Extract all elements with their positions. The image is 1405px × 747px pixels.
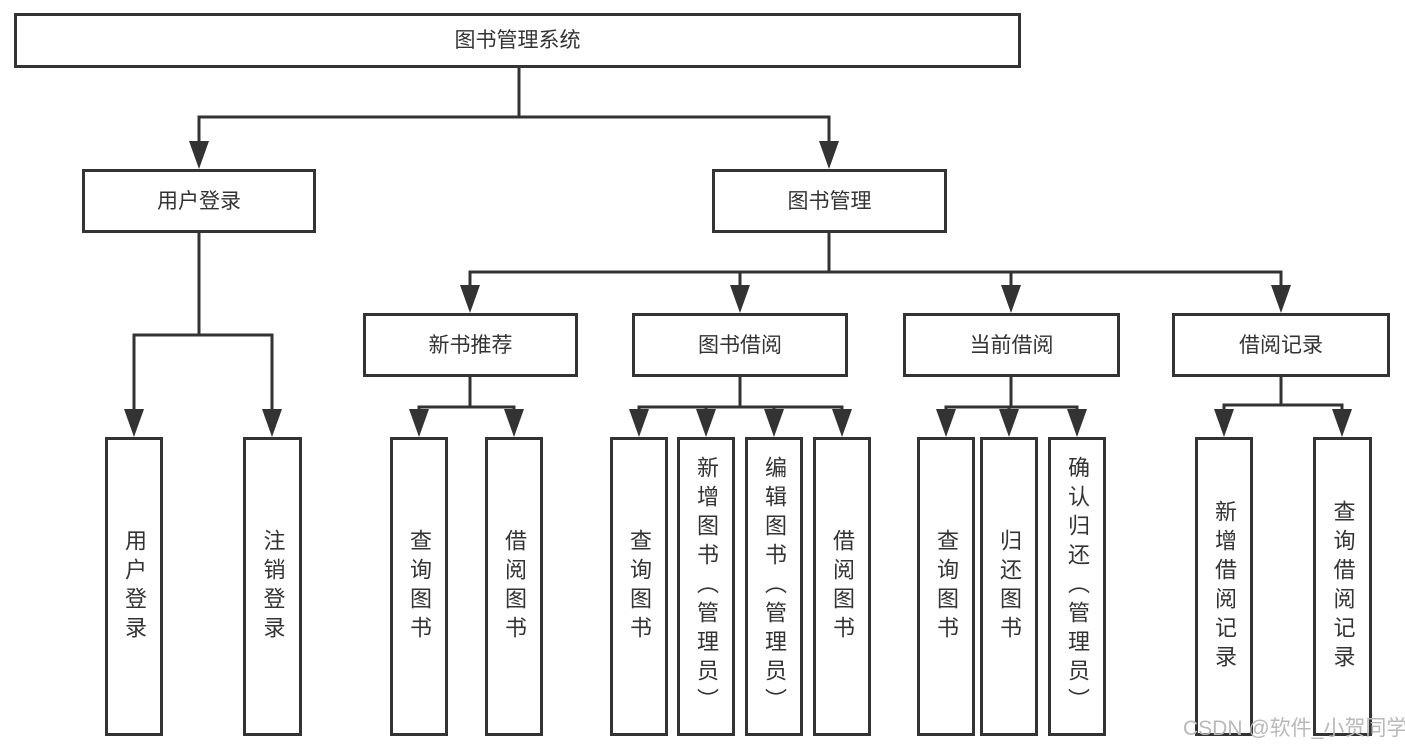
node-label: 图书借阅 [698, 333, 782, 357]
leaf-label: 查询图书 [407, 528, 432, 645]
leaf-borrow-books-borrowing: 借阅图书 [813, 437, 871, 736]
leaf-label: 归还图书 [997, 528, 1022, 645]
arrowhead-icons [124, 141, 1352, 437]
node-label: 新书推荐 [428, 333, 513, 357]
node-new-book-recommendation: 新书推荐 [363, 313, 578, 377]
leaf-label: 新增图书（管理员） [694, 456, 719, 717]
node-label: 用户登录 [157, 189, 241, 213]
leaf-borrow-books-recommendation: 借阅图书 [485, 437, 543, 736]
leaf-label: 查询借阅记录 [1330, 499, 1356, 674]
leaf-confirm-return-admin: 确认归还（管理员） [1048, 437, 1106, 736]
connector-strokes [132, 66, 1344, 419]
node-user-login: 用户登录 [82, 169, 316, 233]
leaf-label: 用户登录 [122, 528, 147, 645]
leaf-user-login: 用户登录 [105, 437, 163, 736]
leaf-label: 确认归还（管理员） [1065, 456, 1090, 717]
node-label: 图书管理 [787, 189, 872, 213]
leaf-add-books-admin: 新增图书（管理员） [677, 437, 735, 736]
leaf-label: 查询图书 [934, 528, 959, 645]
leaf-logout: 注销登录 [243, 437, 302, 736]
node-label: 当前借阅 [969, 333, 1054, 357]
leaf-label: 新增借阅记录 [1212, 499, 1237, 674]
node-book-borrowing: 图书借阅 [632, 313, 848, 377]
leaf-label: 借阅图书 [830, 528, 855, 645]
leaf-label: 借阅图书 [502, 528, 527, 645]
node-current-borrowing: 当前借阅 [903, 313, 1120, 377]
leaf-label: 注销登录 [260, 528, 286, 645]
node-borrowing-records: 借阅记录 [1172, 313, 1390, 377]
leaf-query-books-recommendation: 查询图书 [390, 437, 448, 736]
leaf-return-books: 归还图书 [980, 437, 1038, 736]
leaf-edit-books-admin: 编辑图书（管理员） [745, 437, 803, 736]
node-label: 借阅记录 [1239, 333, 1323, 357]
leaf-query-borrow-record: 查询借阅记录 [1313, 437, 1372, 736]
leaf-query-books-borrowing: 查询图书 [610, 437, 668, 736]
leaf-query-books-current: 查询图书 [917, 437, 975, 736]
node-label: 图书管理系统 [454, 29, 581, 52]
node-root-library-system: 图书管理系统 [14, 13, 1021, 68]
leaf-add-borrow-record: 新增借阅记录 [1195, 437, 1253, 736]
watermark: CSDN @软件_小贺同学 [1183, 717, 1405, 740]
leaf-label: 编辑图书（管理员） [762, 456, 787, 717]
leaf-label: 查询图书 [627, 528, 652, 645]
node-book-management: 图书管理 [712, 169, 947, 233]
